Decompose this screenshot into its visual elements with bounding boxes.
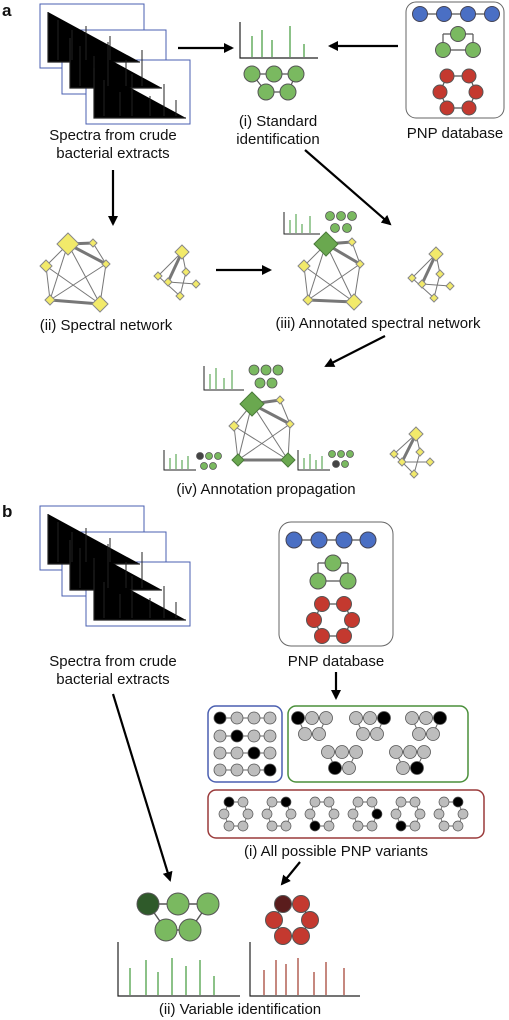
annotation-propagation-network [163, 364, 435, 479]
standard-id-caption-line1: (i) Standard [239, 113, 317, 130]
pnp-database-box-a [405, 1, 505, 119]
variants-linear-box [207, 705, 283, 783]
pnp-database-box-b [278, 521, 394, 647]
spectra-caption-a-line1: Spectra from crude [49, 127, 177, 144]
panel-a-label: a [2, 1, 12, 20]
variants-caption: (i) All possible PNP variants [244, 843, 428, 860]
panel-b-label: b [2, 502, 12, 521]
arrows-panel-a [108, 41, 398, 367]
propagation-caption: (iv) Annotation propagation [176, 481, 355, 498]
network-caption: (ii) Spectral network [40, 317, 173, 334]
variants-cyclic-box [207, 789, 485, 839]
spectral-network [39, 232, 201, 313]
spectra-caption-b-line1: Spectra from crude [49, 653, 177, 670]
standard-identification-graphic [239, 22, 318, 101]
database-caption-a: PNP database [407, 125, 503, 142]
spectra-caption-a-line2: bacterial extracts [56, 145, 169, 162]
spectra-caption-b-line2: bacterial extracts [56, 671, 169, 688]
database-caption-b: PNP database [288, 653, 384, 670]
annotated-spectral-network [283, 211, 455, 311]
variants-branched-box [287, 705, 469, 783]
arrows-panel-b [111, 672, 341, 886]
spectra-stack-a [39, 3, 191, 125]
annotated-caption: (iii) Annotated spectral network [275, 315, 481, 332]
standard-id-caption-line2: identification [236, 131, 319, 148]
variable-caption: (ii) Variable identification [159, 1001, 321, 1018]
variable-identification-graphic [117, 892, 360, 997]
spectra-stack-b [39, 505, 191, 627]
